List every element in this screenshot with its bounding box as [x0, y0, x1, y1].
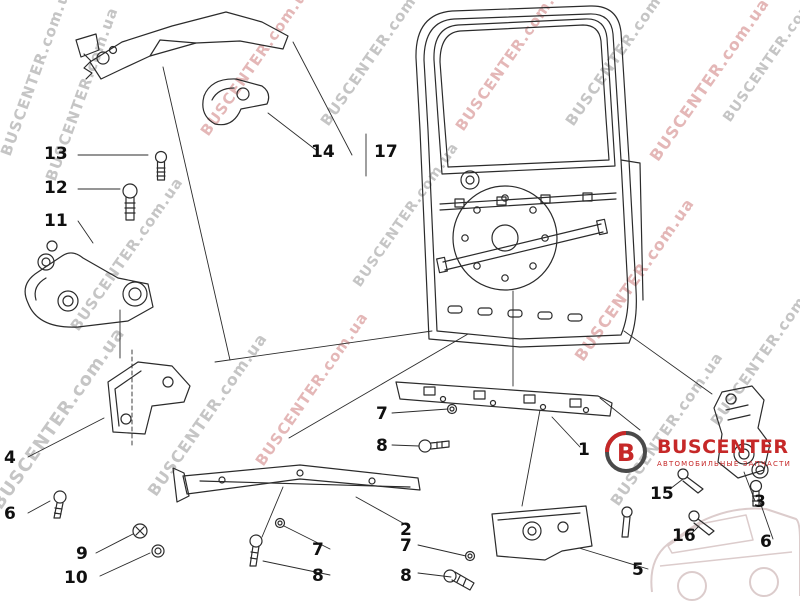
- bracket-4-drawing: [107, 361, 191, 435]
- buscenter-logo-mark: B: [605, 431, 647, 473]
- part-label-10: 10: [64, 568, 88, 588]
- screw-15-drawing: [677, 468, 704, 494]
- part-label-3: 3: [754, 492, 766, 512]
- part-label-7-mid: 7: [400, 536, 412, 556]
- part-label-2: 2: [400, 520, 412, 540]
- hinge-11-drawing: [24, 240, 154, 328]
- part-label-6-right: 6: [760, 532, 772, 552]
- part-label-8-top: 8: [376, 436, 388, 456]
- bolt-6-left-drawing: [53, 490, 67, 519]
- part-label-12: 12: [44, 178, 68, 198]
- logo-text: BUSCENTER АВТОМОБИЛЬНЫЕ ЗАПЧАСТИ: [657, 436, 791, 468]
- part-label-9: 9: [76, 544, 88, 564]
- part-label-17: 17: [374, 142, 398, 162]
- part-label-8-left: 8: [312, 566, 324, 586]
- logo-tagline: АВТОМОБИЛЬНЫЕ ЗАПЧАСТИ: [657, 460, 792, 468]
- door-drawing: [415, 5, 644, 348]
- bolt-13-drawing: [154, 150, 168, 181]
- logo-letter: B: [617, 439, 635, 467]
- bolt-8-top-drawing: [418, 439, 450, 453]
- screw-9-drawing: [132, 523, 148, 539]
- part-label-15: 15: [650, 484, 674, 504]
- bolt-12-drawing: [122, 183, 138, 221]
- washer-7-top-drawing: [446, 403, 458, 415]
- nut-10-drawing: [151, 544, 165, 558]
- part-label-6-left: 6: [4, 504, 16, 524]
- logo-brand: BUSCENTER: [657, 436, 789, 458]
- part-label-1: 1: [578, 440, 590, 460]
- part-label-4: 4: [4, 448, 16, 468]
- buscenter-logo: B BUSCENTER АВТОМОБИЛЬНЫЕ ЗАПЧАСТИ: [602, 428, 791, 476]
- hinge-3-drawing: [713, 385, 771, 479]
- hinge-assembly-17-drawing: [75, 11, 289, 80]
- bolt-6-right-drawing: [749, 479, 763, 507]
- part-label-7-left: 7: [312, 540, 324, 560]
- part-label-5: 5: [632, 560, 644, 580]
- washer-7-left-drawing: [274, 517, 286, 529]
- screw-16-drawing: [688, 510, 715, 536]
- part-label-14: 14: [311, 142, 335, 162]
- part-label-8-mid: 8: [400, 566, 412, 586]
- bracket-14-drawing: [202, 78, 270, 126]
- part-label-16: 16: [672, 526, 696, 546]
- screw-near-5-drawing: [621, 506, 633, 538]
- rail-1-drawing: [395, 381, 613, 417]
- part-label-11: 11: [44, 211, 68, 231]
- part-label-7-top: 7: [376, 404, 388, 424]
- screw-8-mid-drawing: [443, 569, 475, 591]
- screw-8-left-drawing: [249, 534, 263, 567]
- bracket-5-drawing: [491, 505, 593, 561]
- washer-7-mid-drawing: [464, 550, 476, 562]
- part-label-13: 13: [44, 144, 68, 164]
- rail-2-drawing: [172, 464, 421, 503]
